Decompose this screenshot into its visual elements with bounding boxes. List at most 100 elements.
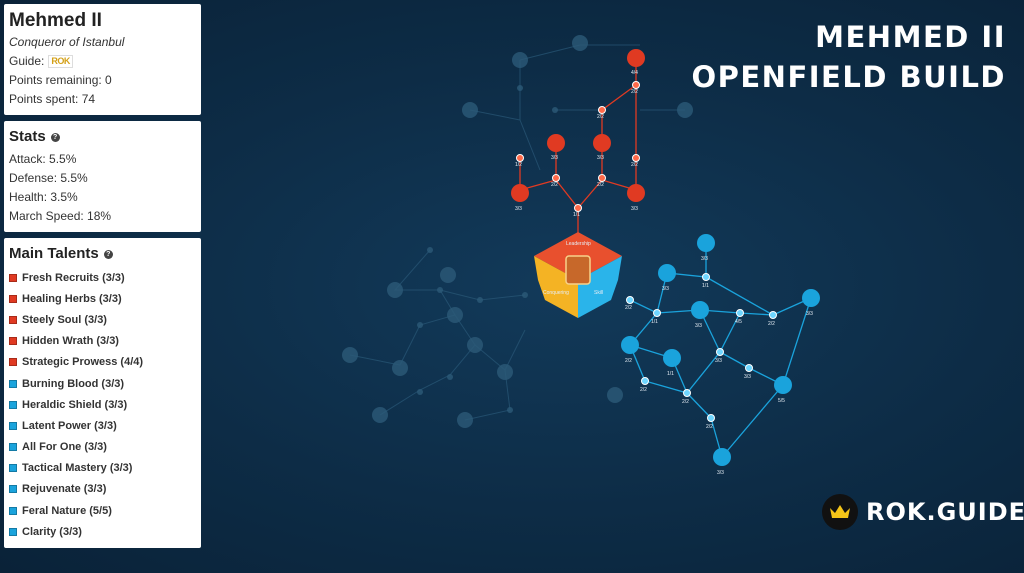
rok-logo[interactable]: ROK	[48, 55, 73, 68]
talent-color-square	[9, 421, 17, 430]
talent-color-square	[9, 294, 17, 303]
blue-node	[774, 376, 792, 394]
talent-color-square	[9, 337, 17, 346]
talent-color-square	[9, 315, 17, 324]
node-label: 3/3	[717, 470, 724, 476]
stats-title: Stats ?	[9, 127, 196, 147]
talent-label: Hidden Wrath (3/3)	[22, 335, 119, 348]
red-node	[632, 154, 640, 162]
blue-node	[641, 377, 649, 385]
stat-health: Health: 3.5%	[9, 190, 78, 204]
blue-branch-labels: 3/3 3/3 1/1 3/3 2/2 3/3 1/1 4/5 2/2 2/2 …	[625, 256, 813, 476]
guide-label: Guide:	[9, 54, 45, 68]
talent-label: All For One (3/3)	[22, 441, 107, 454]
node-label: 3/3	[515, 206, 522, 212]
blue-node	[653, 309, 661, 317]
node-label: 3/3	[701, 256, 708, 262]
talent-item: Heraldic Shield (3/3)	[9, 394, 196, 415]
node-label: 2/2	[640, 387, 647, 393]
blue-node	[663, 349, 681, 367]
blue-node	[621, 336, 639, 354]
talent-list: Fresh Recruits (3/3) Healing Herbs (3/3) S…	[9, 267, 196, 542]
node-label: 3/3	[662, 286, 669, 292]
node-label: 1/1	[702, 283, 709, 289]
talent-label: Steely Soul (3/3)	[22, 313, 107, 326]
talent-label: Healing Herbs (3/3)	[22, 292, 122, 305]
blue-node	[736, 309, 744, 317]
hero-name: Mehmed II	[9, 10, 102, 31]
talent-item: Fresh Recruits (3/3)	[9, 267, 196, 288]
talent-item: Tactical Mastery (3/3)	[9, 458, 196, 479]
red-node	[511, 184, 529, 202]
center-right-label: Skill	[594, 290, 603, 296]
red-node	[547, 134, 565, 152]
node-label: 2/2	[551, 182, 558, 188]
blue-node	[802, 289, 820, 307]
commander-center: Leadership Conquering Skill	[534, 232, 622, 318]
blue-node	[691, 301, 709, 319]
talent-label: Feral Nature (5/5)	[22, 504, 112, 517]
talent-label: Tactical Mastery (3/3)	[22, 462, 133, 475]
red-node	[574, 204, 582, 212]
blue-node	[626, 296, 634, 304]
node-label: 3/3	[715, 358, 722, 364]
talent-color-square	[9, 485, 17, 494]
node-label: 4/5	[735, 319, 742, 325]
node-label: 2/2	[597, 182, 604, 188]
blue-branch-nodes	[621, 234, 820, 466]
talent-label: Rejuvenate (3/3)	[22, 483, 107, 496]
node-label: 2/2	[597, 114, 604, 120]
node-label: 3/3	[806, 311, 813, 317]
commander-portrait	[565, 255, 591, 285]
node-label: 4/4	[631, 70, 638, 76]
blue-node	[707, 414, 715, 422]
hero-subtitle: Conqueror of Istanbul	[9, 35, 125, 49]
red-node	[627, 49, 645, 67]
help-icon[interactable]: ?	[103, 249, 113, 259]
node-label: 3/3	[631, 206, 638, 212]
blue-node	[702, 273, 710, 281]
stats-card: Stats ? Attack: 5.5% Defense: 5.5% Healt…	[4, 121, 201, 232]
talents-card: Main Talents ? Fresh Recruits (3/3) Heali…	[4, 238, 201, 548]
node-label: 2/2	[682, 399, 689, 405]
node-label: 2/2	[706, 424, 713, 430]
talent-label: Fresh Recruits (3/3)	[22, 271, 125, 284]
talent-label: Clarity (3/3)	[22, 525, 82, 538]
brand-logo[interactable]: ROK.GUIDE	[822, 494, 1024, 530]
talent-color-square	[9, 464, 17, 473]
blue-node	[697, 234, 715, 252]
blue-node	[716, 348, 724, 356]
help-icon[interactable]: ?	[50, 132, 60, 142]
stat-defense: Defense: 5.5%	[9, 171, 88, 185]
node-label: 2/2	[625, 305, 632, 311]
red-node	[593, 134, 611, 152]
red-node	[552, 174, 560, 182]
talent-color-square	[9, 400, 17, 409]
node-label: 1/1	[573, 212, 580, 218]
node-label: 2/2	[631, 162, 638, 168]
stat-march-speed: March Speed: 18%	[9, 209, 112, 223]
talents-title: Main Talents ?	[9, 244, 196, 264]
talent-label: Strategic Prowess (4/4)	[22, 356, 144, 369]
talent-label: Burning Blood (3/3)	[22, 377, 125, 390]
red-node	[632, 81, 640, 89]
talent-item: Healing Herbs (3/3)	[9, 288, 196, 309]
node-label: 1/2	[515, 162, 522, 168]
red-branch-labels: 4/4 2/2 2/2 3/3 3/3 1/2 2/2 2/2 2/2 3/3 …	[515, 70, 638, 218]
red-branch-nodes	[511, 49, 645, 212]
guide-row: Guide: ROK	[9, 52, 196, 71]
points-remaining: Points remaining: 0	[9, 73, 112, 87]
talent-item: Burning Blood (3/3)	[9, 373, 196, 394]
talent-item: Latent Power (3/3)	[9, 415, 196, 436]
points-spent: Points spent: 74	[9, 92, 96, 106]
node-label: 5/5	[778, 398, 785, 404]
talent-color-square	[9, 273, 17, 282]
node-label: 2/2	[631, 89, 638, 95]
node-label: 3/3	[551, 155, 558, 161]
red-node	[516, 154, 524, 162]
talent-label: Heraldic Shield (3/3)	[22, 398, 128, 411]
talent-color-square	[9, 527, 17, 536]
brand-text: ROK.GUIDE	[866, 498, 1024, 526]
talent-color-square	[9, 358, 17, 367]
